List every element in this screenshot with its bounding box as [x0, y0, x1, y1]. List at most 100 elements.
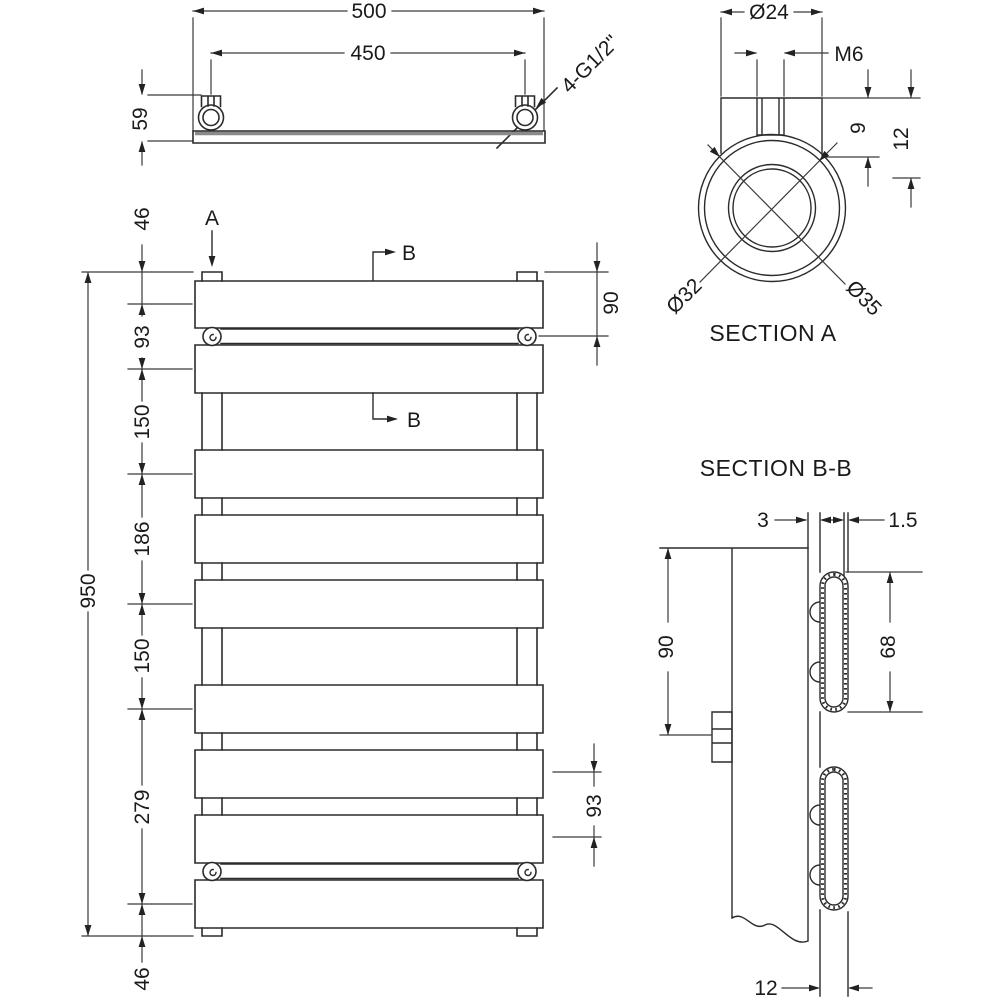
section-b-view: 90 68 3 1.5 12 SECTION B-B — [655, 455, 923, 1000]
vertical-tube-section — [807, 512, 849, 997]
arrowhead — [208, 256, 216, 267]
dim-gap: 3 — [757, 509, 769, 532]
bracket-rails — [220, 328, 519, 880]
arrowhead — [709, 146, 720, 157]
dim-chain-150: 150 — [131, 404, 154, 439]
arrowhead — [746, 49, 757, 57]
connection-note: 4-G1/2" — [557, 31, 624, 98]
arrowhead — [820, 516, 831, 524]
dim-bracket-top-offset: 90 — [600, 291, 623, 314]
arrowhead — [833, 516, 844, 524]
arrowhead — [138, 936, 146, 947]
bracket-pin — [209, 333, 217, 342]
dim-panel-pitch: 93 — [583, 794, 606, 817]
arrowhead — [664, 548, 672, 559]
svg-text:90: 90 — [600, 291, 623, 314]
wall-bracket-circle — [517, 326, 537, 347]
arrowhead — [809, 984, 820, 992]
arrowhead — [84, 925, 92, 936]
svg-text:93: 93 — [131, 325, 154, 348]
tube-connection-bumps — [809, 601, 821, 886]
arrowhead — [193, 7, 204, 15]
arrowhead — [721, 8, 732, 16]
tube-end-tabs — [201, 271, 538, 937]
tube-circle-d32 — [703, 139, 841, 277]
dim-chain-46-top: 46 — [131, 207, 154, 230]
vertical-tubes — [201, 392, 538, 816]
diameter-leader-lines — [699, 142, 846, 285]
towel-bar-outline — [192, 130, 546, 144]
wall-bracket-circle — [202, 326, 222, 347]
svg-text:9: 9 — [847, 122, 870, 134]
svg-text:150: 150 — [131, 404, 154, 439]
section-b-marker-top: B — [402, 242, 416, 265]
wall-outline — [659, 547, 809, 943]
wall-bracket-section — [711, 711, 733, 763]
front-view: 46 93 150 186 150 279 46 950 90 93 A B B — [77, 207, 623, 991]
panel-section-hatching — [821, 768, 847, 909]
arrowhead — [819, 150, 830, 161]
valve-inner-circle — [516, 108, 534, 127]
arrowhead — [907, 178, 915, 189]
arrowhead — [590, 761, 598, 772]
dim-boss-width: Ø24 — [749, 1, 789, 24]
dimension-arrows — [84, 7, 915, 992]
arrowhead — [138, 463, 146, 474]
panel-outlines — [194, 280, 544, 929]
arrowhead — [536, 97, 547, 108]
svg-text:93: 93 — [583, 794, 606, 817]
wall-bracket-circle — [517, 861, 537, 882]
svg-text:4-G1/2": 4-G1/2" — [557, 31, 624, 98]
svg-text:950: 950 — [77, 573, 100, 608]
arrowhead — [848, 516, 859, 524]
svg-text:Ø35: Ø35 — [841, 276, 885, 320]
svg-text:12: 12 — [890, 127, 913, 150]
arrowhead — [138, 261, 146, 272]
dim-bracket-offset: 90 — [655, 635, 678, 658]
arrowhead — [84, 272, 92, 283]
valve-inner-circle — [202, 108, 220, 127]
arrowhead — [138, 369, 146, 380]
arrowhead — [138, 604, 146, 615]
section-b-marker-mid: B — [407, 409, 421, 432]
arrowhead — [211, 49, 222, 57]
arrowhead — [886, 701, 894, 712]
arrowhead — [385, 248, 396, 256]
top-view: 500 450 59 4-G1/2" — [129, 0, 624, 166]
arrowhead — [138, 358, 146, 369]
wall-bracket-circle — [202, 861, 222, 882]
arrowhead — [138, 474, 146, 485]
dim-thread: M6 — [834, 43, 863, 66]
svg-text:Ø32: Ø32 — [662, 274, 706, 318]
dim-tapping-pitch: 450 — [350, 42, 385, 65]
dim-depth: 59 — [129, 107, 152, 130]
valve-cap-outline — [200, 95, 536, 108]
arrowhead — [784, 49, 795, 57]
dimension-lines — [141, 10, 545, 166]
section-a-title: SECTION A — [709, 320, 836, 346]
svg-text:186: 186 — [131, 521, 154, 556]
arrowhead — [138, 904, 146, 915]
dim-thread-depth: 9 — [847, 122, 870, 134]
section-a-marker: A — [205, 207, 219, 230]
panel-section-inner — [824, 576, 844, 708]
bracket-pin — [524, 868, 532, 877]
arrowhead — [907, 87, 915, 98]
bore-circle-inner — [732, 168, 812, 248]
dim-overall-height: 950 — [77, 573, 100, 608]
svg-text:59: 59 — [129, 107, 152, 130]
valve-outer-circle — [511, 104, 539, 131]
panel-section-inner — [824, 771, 844, 906]
arrowhead — [138, 709, 146, 720]
dim-wall-thickness: 1.5 — [888, 509, 917, 532]
svg-text:279: 279 — [131, 789, 154, 824]
arrowhead — [138, 698, 146, 709]
valve-outer-circle — [197, 104, 225, 131]
arrowhead — [138, 593, 146, 604]
dim-chain-93: 93 — [131, 325, 154, 348]
arrowhead — [138, 893, 146, 904]
svg-text:90: 90 — [655, 635, 678, 658]
arrowhead — [533, 7, 544, 15]
